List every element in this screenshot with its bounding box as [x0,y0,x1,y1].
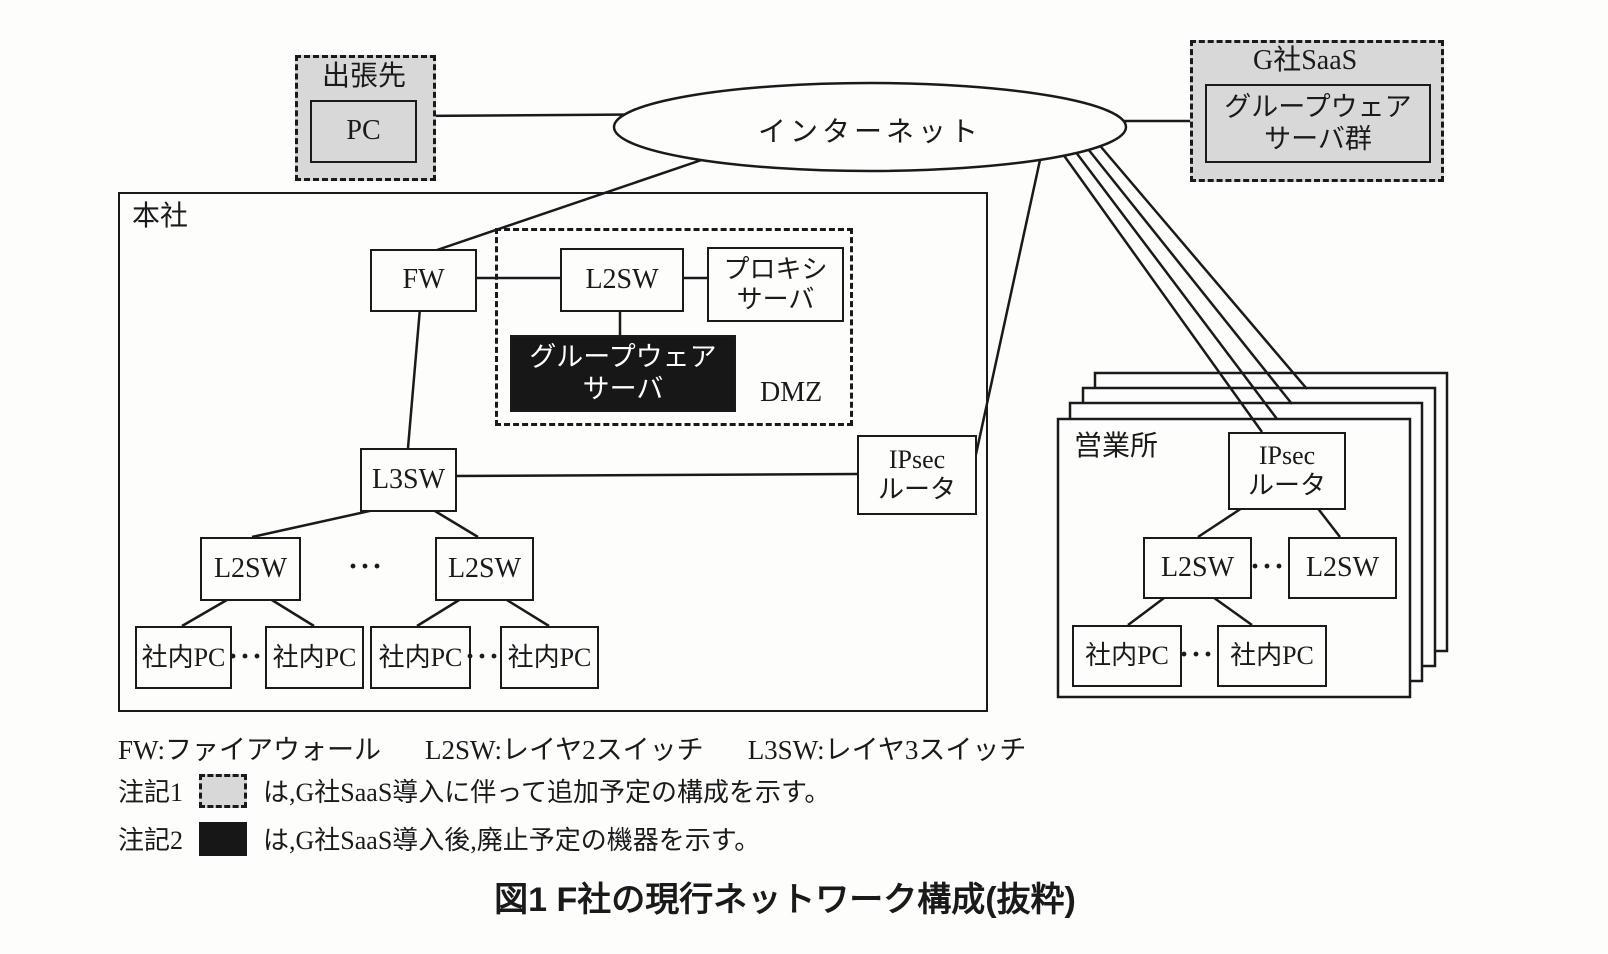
branch-label: 営業所 [1074,431,1159,462]
hq-groupware-server-node: グループウェア サーバ [510,335,736,412]
branch-pc1-node: 社内PC [1072,625,1182,687]
dmz-container [495,228,853,426]
line-internet-hq-ipsec [971,159,1042,469]
line-l2swb-pc4 [501,595,550,628]
branch-l2sw-a-node: L2SW [1143,537,1252,599]
legend-item-l2sw: L2SW:レイヤ2スイッチ [425,735,704,765]
line-bl2swa-pc2 [1209,593,1253,627]
branch-pc2-node: 社内PC [1217,625,1327,687]
hq-proxy-server-node: プロキシ サーバ [707,247,844,322]
note-2-text: は,G社SaaS導入後,廃止予定の機器を示す。 [263,826,761,855]
line-l2swa-pc1 [181,595,233,628]
line-l3sw-l2sw-b [429,506,479,539]
hq-pc-ellipsis-2: ··· [464,640,501,673]
hq-pc-ellipsis-1: ··· [227,640,264,673]
hq-l2sw-ellipsis: ··· [347,550,384,583]
trip-pc-node: PC [310,100,417,163]
hq-dmz-l2sw-node: L2SW [560,248,684,312]
hq-fw-node: FW [370,249,477,312]
hq-ipsec-router-node: IPsec ルータ [857,435,977,515]
legend-item-l3sw: L3SW:レイヤ3スイッチ [747,735,1027,765]
note-2-row: 注記2 は,G社SaaS導入後,廃止予定の機器を示す。 [118,820,760,857]
line-internet-branch-4 [1095,140,1308,390]
line-l2swb-pc3 [416,595,465,628]
hq-pc1-node: 社内PC [135,626,232,689]
added-config-swatch [199,773,248,808]
hq-pc4-node: 社内PC [500,626,599,689]
internet-label: インターネット [757,117,982,148]
line-l2swa-pc2 [266,595,315,628]
hq-label: 本社 [132,201,189,232]
note-1-row: 注記1 は,G社SaaS導入に伴って追加予定の構成を示す。 [118,772,830,809]
hq-l2sw-b-node: L2SW [435,537,534,601]
gsaas-server-node: グループウェア サーバ群 [1205,84,1431,163]
branch-ipsec-router-node: IPsec ルータ [1228,432,1346,510]
line-bipsec-l2swb [1315,505,1341,538]
line-fw-l3sw [406,307,422,449]
hq-l2sw-a-node: L2SW [200,537,301,601]
line-internet-fw [436,150,726,252]
dmz-label: DMZ [760,377,823,408]
deprecated-device-swatch [199,821,248,856]
line-internet-branch-1 [1058,149,1264,433]
figure-caption: 図1 F社の現行ネットワーク構成(抜粋) [494,881,1076,919]
hq-pc3-node: 社内PC [370,626,471,689]
note-2-label: 注記2 [118,826,184,855]
line-l3sw-ipsec [452,472,858,478]
branch-l2sw-ellipsis: ··· [1249,550,1286,583]
legend-item-fw: FW:ファイアウォール [118,735,381,765]
line-internet-branch-3 [1083,143,1293,405]
gsaas-label: G社SaaS [1253,45,1358,76]
abbreviation-legend: FW:ファイアウォール L2SW:レイヤ2スイッチ L3SW:レイヤ3スイッチ [118,728,1026,767]
internet-ellipse [612,81,1128,173]
line-bl2swa-pc1 [1127,594,1169,626]
note-1-text: は,G社SaaS導入に伴って追加予定の構成を示す。 [263,778,831,807]
branch-l2sw-b-node: L2SW [1288,537,1397,599]
branch-pc-ellipsis: ··· [1178,638,1215,671]
note-1-label: 注記1 [118,778,184,807]
line-internet-branch-2 [1071,146,1278,420]
hq-pc2-node: 社内PC [265,626,364,689]
line-bipsec-l2swa [1197,504,1246,539]
hq-l3sw-node: L3SW [360,448,457,512]
hq-container [118,192,988,712]
trip-site-label: 出張先 [322,61,407,92]
line-l3sw-l2sw-a [251,506,384,539]
